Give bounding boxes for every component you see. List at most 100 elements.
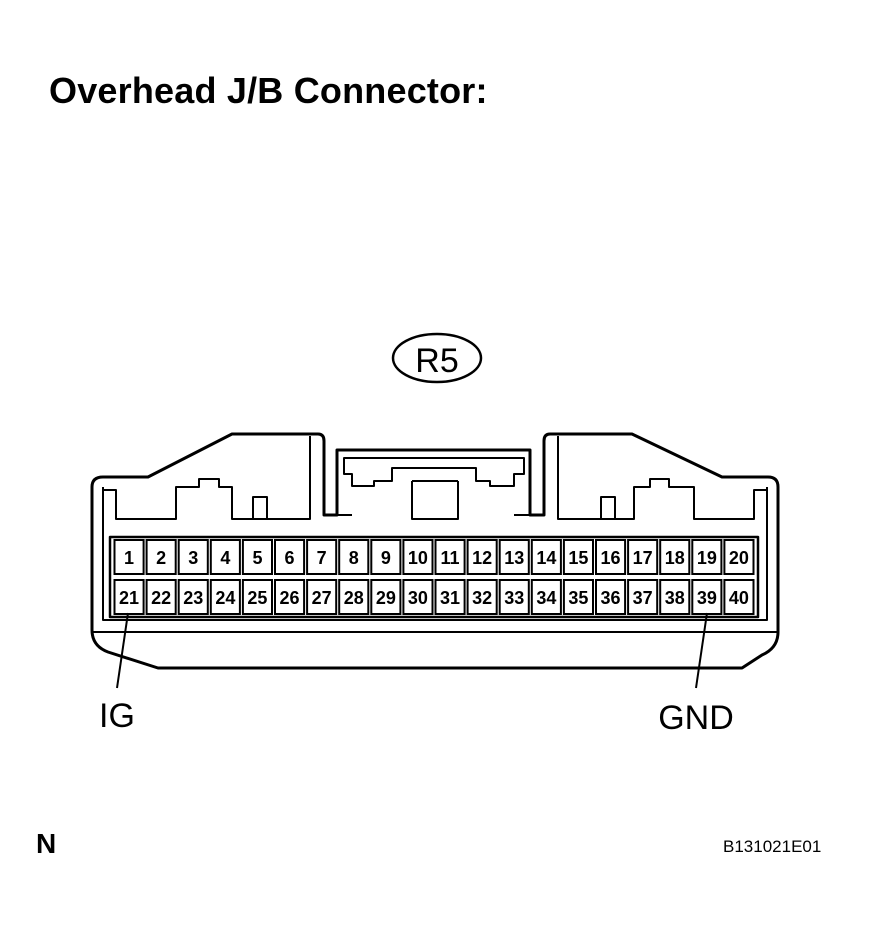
pin-label-24: 24 xyxy=(215,588,235,608)
pin-label-26: 26 xyxy=(280,588,300,608)
pin-cell-17 xyxy=(627,539,659,575)
connector-id-oval xyxy=(391,332,483,384)
pin-cell-2 xyxy=(145,539,177,575)
pin-cell-4 xyxy=(209,539,241,575)
pin-label-16: 16 xyxy=(601,548,621,568)
pin-cell-21 xyxy=(113,579,145,615)
pin-cell-9 xyxy=(370,539,402,575)
pin-label-11: 11 xyxy=(441,548,460,568)
pin-label-39: 39 xyxy=(697,588,717,608)
callout-leaders xyxy=(116,612,708,689)
pin-label-22: 22 xyxy=(151,588,171,608)
pin-cell-18 xyxy=(659,539,691,575)
pin-cell-5 xyxy=(241,539,273,575)
pin-cell-37 xyxy=(627,579,659,615)
pin-label-14: 14 xyxy=(536,548,556,568)
pin-label-36: 36 xyxy=(601,588,621,608)
pin-cell-34 xyxy=(530,579,562,615)
pin-label-21: 21 xyxy=(119,588,139,608)
pin-cell-27 xyxy=(306,579,338,615)
pin-cell-1 xyxy=(113,539,145,575)
pin-label-1: 1 xyxy=(124,548,134,568)
connector-housing xyxy=(90,432,780,670)
pin-cell-30 xyxy=(402,579,434,615)
pin-label-5: 5 xyxy=(252,548,262,568)
ig-leader-line xyxy=(116,612,129,689)
pin-frame xyxy=(108,535,760,619)
pin-label-38: 38 xyxy=(665,588,685,608)
connector-id-label: R5 xyxy=(415,342,458,380)
pin-label-2: 2 xyxy=(156,548,166,568)
pin-label-18: 18 xyxy=(665,548,685,568)
latch xyxy=(343,457,525,487)
pin-cell-23 xyxy=(177,579,209,615)
pin-label-34: 34 xyxy=(536,588,556,608)
housing-outline xyxy=(90,432,780,670)
pin-cell-25 xyxy=(241,579,273,615)
pin-label-40: 40 xyxy=(729,588,749,608)
gnd-label: GND xyxy=(658,699,734,737)
pin-label-35: 35 xyxy=(568,588,588,608)
pin-cell-13 xyxy=(498,539,530,575)
pin-label-13: 13 xyxy=(504,548,524,568)
pin-label-37: 37 xyxy=(633,588,653,608)
pin-cell-8 xyxy=(338,539,370,575)
pin-cell-40 xyxy=(723,579,755,615)
pin-cell-28 xyxy=(338,579,370,615)
diagram-title: Overhead J/B Connector: xyxy=(49,70,488,111)
pin-cell-14 xyxy=(530,539,562,575)
pin-cell-32 xyxy=(466,579,498,615)
pin-cell-35 xyxy=(562,579,595,615)
gnd-leader-line xyxy=(695,612,708,689)
pin-cell-36 xyxy=(595,579,627,615)
pin-cell-12 xyxy=(466,539,498,575)
connector-id-badge: R5 xyxy=(391,332,483,384)
housing-inner-frame xyxy=(102,487,768,621)
pin-label-12: 12 xyxy=(472,548,492,568)
pin-cell-31 xyxy=(434,579,466,615)
figure-code: B131021E01 xyxy=(723,837,822,856)
pin-cell-33 xyxy=(498,579,530,615)
pin-cell-3 xyxy=(177,539,209,575)
pin-label-23: 23 xyxy=(183,588,203,608)
left-wall xyxy=(103,436,311,520)
pin-label-27: 27 xyxy=(312,588,332,608)
pin-cell-6 xyxy=(274,539,306,575)
pin-cell-22 xyxy=(145,579,177,615)
pin-label-6: 6 xyxy=(285,548,295,568)
pin-label-9: 9 xyxy=(381,548,391,568)
pin-label-19: 19 xyxy=(697,548,717,568)
pin-cell-19 xyxy=(691,539,723,575)
pin-label-30: 30 xyxy=(408,588,428,608)
pin-cell-10 xyxy=(402,539,434,575)
pin-label-28: 28 xyxy=(344,588,364,608)
pin-label-20: 20 xyxy=(729,548,749,568)
pin-label-33: 33 xyxy=(504,588,524,608)
pin-cell-11 xyxy=(434,539,466,575)
pin-label-15: 15 xyxy=(568,548,588,568)
pin-cell-16 xyxy=(595,539,627,575)
pin-label-17: 17 xyxy=(633,548,653,568)
pin-label-8: 8 xyxy=(349,548,359,568)
pin-cell-15 xyxy=(562,539,595,575)
right-wall xyxy=(557,436,767,520)
pin-label-31: 31 xyxy=(440,588,460,608)
ig-label: IG xyxy=(99,697,135,735)
pin-cell-20 xyxy=(723,539,755,575)
pin-label-29: 29 xyxy=(376,588,396,608)
latch-tongue xyxy=(337,480,530,520)
pin-label-3: 3 xyxy=(188,548,198,568)
pin-cell-29 xyxy=(370,579,402,615)
pin-label-25: 25 xyxy=(247,588,267,608)
locator-left xyxy=(252,496,268,520)
pin-cell-26 xyxy=(274,579,306,615)
pin-label-32: 32 xyxy=(472,588,492,608)
pin-label-10: 10 xyxy=(408,548,428,568)
locator-right xyxy=(600,496,616,520)
pin-label-7: 7 xyxy=(317,548,327,568)
pin-label-4: 4 xyxy=(220,548,230,568)
pin-cell-38 xyxy=(659,579,691,615)
pin-cell-24 xyxy=(209,579,241,615)
